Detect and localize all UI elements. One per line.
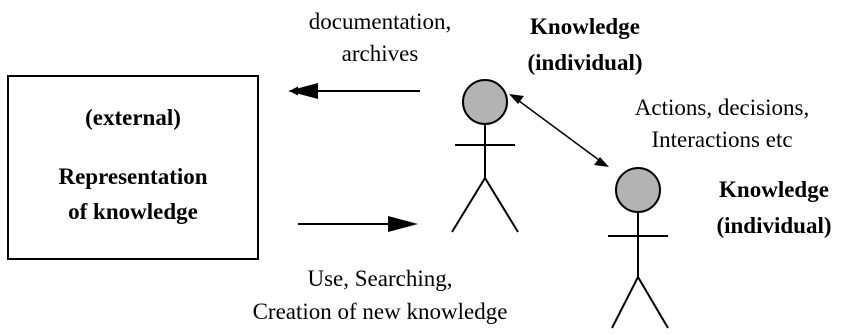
arrow-from-box-head [388, 216, 418, 232]
bottom-arrow-label-line2: Creation of new knowledge [252, 299, 508, 324]
person-2-label-line2: (individual) [716, 213, 832, 238]
person-2-label: Knowledge (individual) [690, 176, 858, 239]
interaction-arrow-head-end [594, 157, 609, 167]
top-arrow-label-line1: documentation, [308, 9, 452, 34]
interaction-label-line2: Interactions etc [651, 127, 793, 152]
person-2-figure [608, 167, 669, 329]
person-1-label: Knowledge (individual) [500, 13, 670, 76]
bottom-arrow-label-line1: Use, Searching, [307, 266, 453, 291]
person-1-label-line1: Knowledge [530, 14, 640, 39]
person-1-figure [451, 79, 519, 233]
top-arrow-label-line2: archives [341, 41, 419, 66]
interaction-arrow [514, 97, 604, 164]
person-1-head [462, 79, 508, 125]
box-label-representation: Representation [58, 164, 208, 189]
person-1-label-line2: (individual) [527, 50, 643, 75]
arrow-to-box-head [288, 83, 318, 99]
box-label-of-knowledge: of knowledge [68, 199, 198, 224]
interaction-arrow-head-start [509, 94, 524, 104]
person-2-head [615, 167, 661, 213]
interaction-label: Actions, decisions, Interactions etc [612, 94, 832, 153]
person-2-label-line1: Knowledge [719, 177, 829, 202]
top-arrow-label: documentation, archives [260, 8, 500, 67]
bottom-arrow-label: Use, Searching, Creation of new knowledg… [210, 265, 550, 325]
box-label-external: (external) [85, 105, 181, 130]
representation-box [7, 75, 259, 260]
interaction-label-line1: Actions, decisions, [634, 95, 810, 120]
